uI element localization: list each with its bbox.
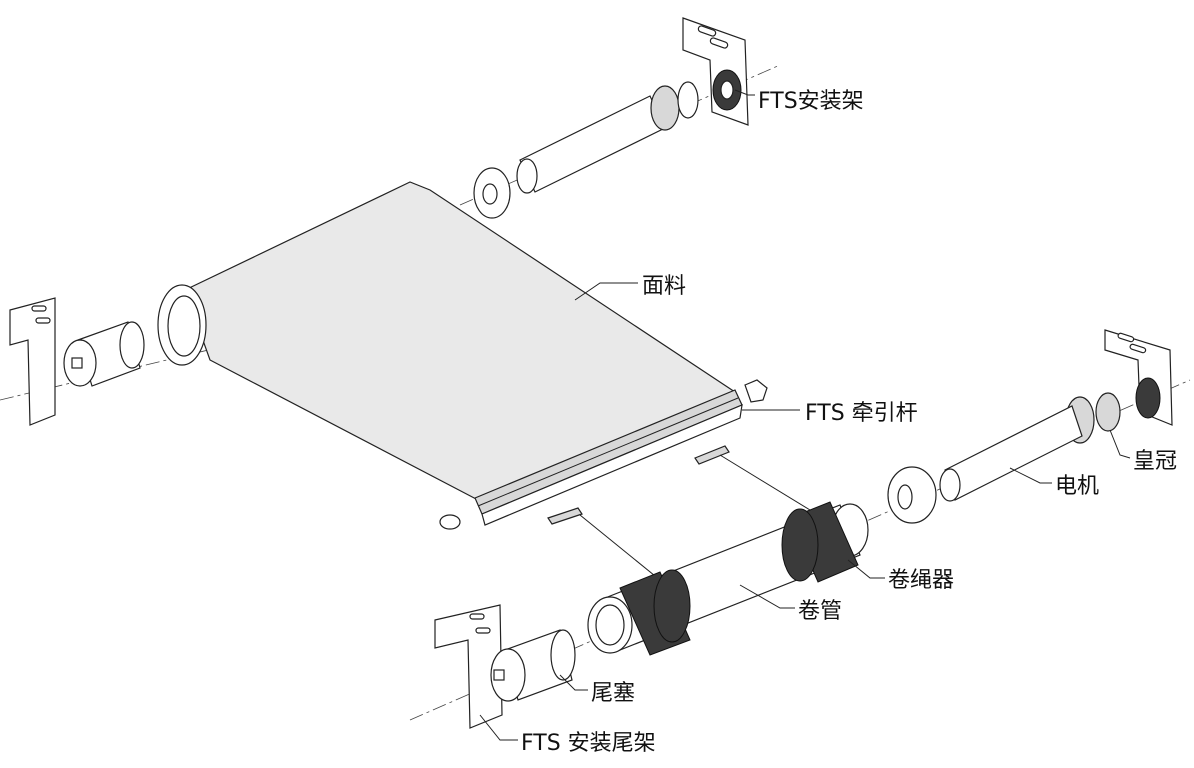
leader-cord-winder [847,559,885,579]
label-end-plug: 尾塞 [591,681,635,706]
top-mounting-bracket [682,17,749,126]
leader-fabric [574,282,638,301]
left-end-plug [63,321,145,387]
pull-bar [439,379,811,581]
label-roller-tube: 卷管 [798,599,842,624]
label-motor: 电机 [1055,474,1099,499]
cord-winder [619,501,859,656]
left-mounting-bracket [9,297,56,426]
leader-motor [1009,467,1052,484]
tail-mounting-bracket [434,604,503,729]
pull-bar-end-cap-left [439,514,461,530]
top-motor [473,81,699,219]
cord-guide-right [694,445,730,465]
fabric [157,181,737,501]
label-fabric: 面料 [642,274,686,299]
label-cord-winder: 卷绳器 [888,568,954,593]
leader-roller-tube [739,584,795,609]
tail-end-plug [490,629,576,702]
label-crown: 皇冠 [1133,449,1177,474]
right-mounting-bracket [1104,329,1173,426]
cord-guide-left [547,507,583,525]
pull-bar-end-cap-right [744,379,768,403]
leader-top-bracket [734,89,755,96]
motor [887,405,1083,524]
top-axis [459,64,781,206]
leader-end-plug [559,674,588,691]
label-top-bracket: FTS安装架 [758,89,864,114]
label-tail-bracket: FTS 安装尾架 [521,731,656,756]
leader-tail-bracket [479,714,518,741]
label-pull-bar: FTS 牵引杆 [805,401,918,426]
leader-crown [1109,429,1131,459]
